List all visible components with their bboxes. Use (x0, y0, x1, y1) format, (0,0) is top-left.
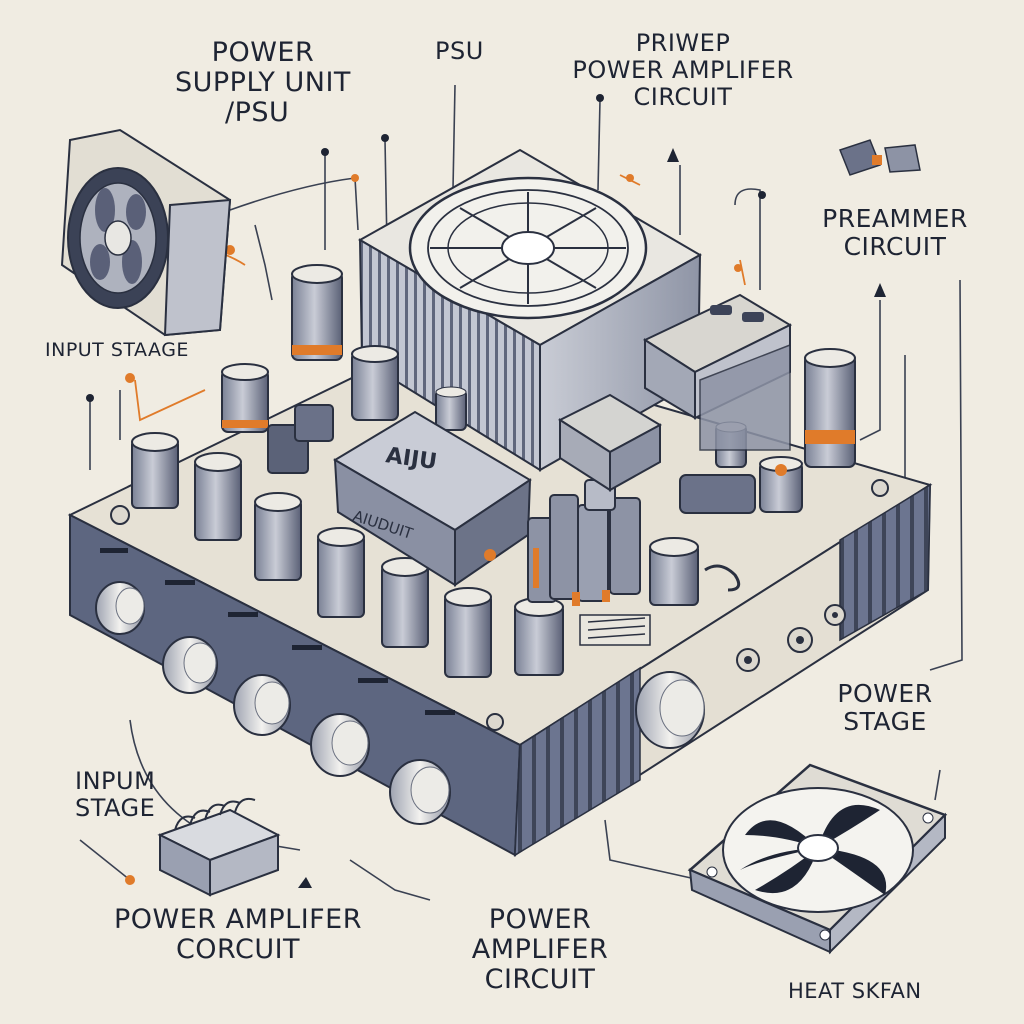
label-power-supply-unit: POWER SUPPLY UNIT /PSU (175, 37, 351, 129)
knob-icon (254, 492, 302, 581)
knob-icon (635, 671, 705, 749)
label-line: STAGE (75, 793, 156, 822)
knob-icon (162, 636, 218, 694)
arrow-dot-icon (125, 174, 742, 885)
knob-icon (649, 537, 699, 606)
knob-icon (389, 759, 451, 825)
knob-icon (131, 432, 179, 509)
heatsink-block (357, 148, 703, 472)
heatsink-icon (157, 797, 281, 897)
amplifier-chip-module (333, 410, 532, 587)
capacitor-icon (804, 348, 856, 468)
capacitor-icon (351, 345, 399, 421)
capacitor-icon (291, 264, 343, 361)
label-line: CIRCUIT (484, 964, 596, 996)
transistor-icon (839, 139, 921, 176)
label-power-amplifier-top: PRIWEP POWER AMPLIFER CIRCUIT (528, 30, 838, 111)
label-input-stage-bottom: INPUM STAGE (75, 768, 155, 822)
knob-icon (233, 674, 291, 736)
label-line: POWER (488, 904, 592, 935)
front-knobs (95, 479, 889, 825)
transistor-icon (609, 497, 641, 595)
knob-icon (514, 597, 564, 676)
label-line: STAGE (843, 707, 927, 736)
label-line: POWER (837, 679, 933, 708)
transistor-icon (577, 504, 609, 602)
knob-icon (95, 581, 145, 635)
label-line: AMPLIFER (471, 934, 609, 966)
label-heat-sink-fan: HEAT SKFAN (788, 979, 922, 1003)
knob-icon (310, 713, 370, 777)
transistor-array (527, 479, 641, 606)
arrow-up-icon (667, 148, 679, 162)
arrow-up-icon (298, 877, 312, 888)
label-line: PREAMMER (822, 204, 968, 233)
label-line: POWER (211, 37, 315, 68)
label-line: CIRCUIT (633, 82, 733, 111)
capacitor-icon (759, 456, 803, 513)
label-psu: PSU (435, 37, 484, 65)
arrow-up-icon (874, 283, 886, 297)
knob-icon (444, 587, 492, 678)
knob-icon (381, 557, 429, 648)
potentiometers (131, 432, 699, 678)
label-preamplifier: PREAMMER CIRCUIT (790, 205, 1000, 261)
label-line: CIRCUIT (843, 232, 947, 261)
label-line: INPUM (75, 767, 156, 795)
arrow-dot-icon (86, 94, 766, 402)
transistor-icon (549, 494, 579, 600)
label-line: POWER AMPLIFER (572, 55, 794, 84)
fan-icon (408, 176, 648, 320)
label-line: CORCUIT (175, 934, 301, 966)
fan-icon (60, 128, 232, 337)
label-line: /PSU (225, 97, 290, 129)
board-components (267, 293, 793, 646)
capacitor-icon (221, 363, 269, 433)
label-line: PRIWEP (635, 29, 731, 57)
label-power-stage: POWER STAGE (830, 680, 940, 736)
label-power-amplifier-bottom-left: POWER AMPLIFER CORCUIT (68, 904, 408, 966)
label-line: SUPPLY UNIT (175, 67, 351, 99)
label-power-amplifier-bottom-center: POWER AMPLIFER CIRCUIT (440, 904, 640, 996)
label-line: POWER AMPLIFER (113, 904, 363, 935)
knob-icon (194, 452, 242, 541)
capacitor-icon (435, 386, 467, 431)
label-input-stage-left: INPUT STAAGE (45, 339, 189, 361)
knob-icon (317, 527, 365, 618)
fan-icon (687, 763, 948, 955)
